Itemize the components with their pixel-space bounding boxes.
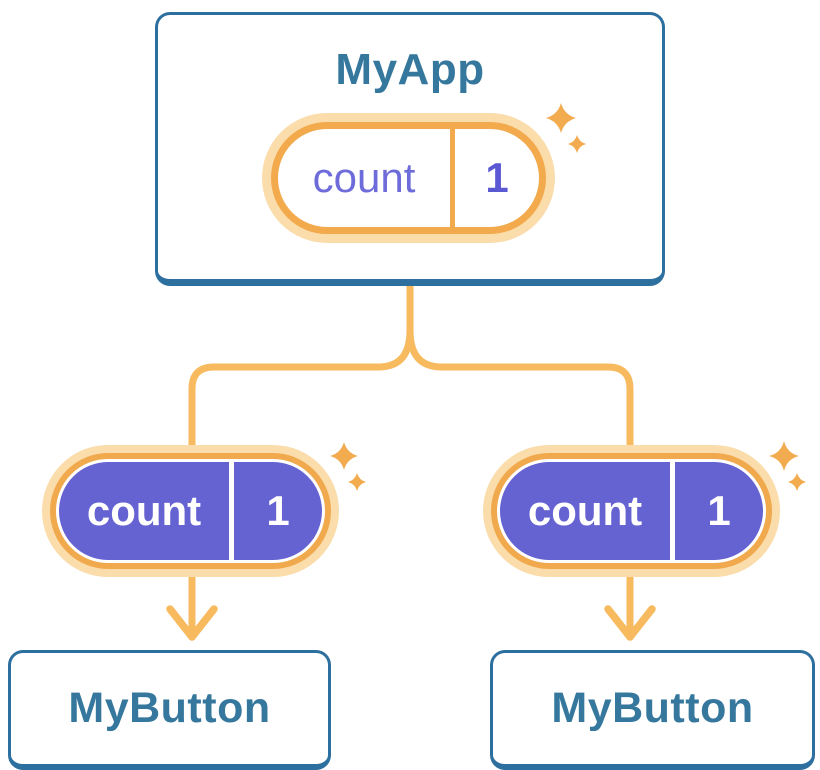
prop-name-label: count xyxy=(86,487,202,534)
prop-value-label: 1 xyxy=(266,487,290,534)
prop-pill-left: count 1 xyxy=(42,445,339,577)
prop-pill-right: count 1 xyxy=(483,445,780,577)
pill-divider xyxy=(450,129,455,227)
sparkle-icon xyxy=(348,473,366,491)
state-pill-ring: count 1 xyxy=(271,122,546,234)
state-value-label: 1 xyxy=(485,154,509,201)
mybutton-card-left: MyButton xyxy=(8,650,331,770)
mybutton-card-right: MyButton xyxy=(490,650,815,770)
prop-pill-ring: count 1 xyxy=(50,453,331,569)
sparkle-icon xyxy=(788,473,806,491)
prop-pill-ring: count 1 xyxy=(491,453,772,569)
pill-divider xyxy=(670,462,675,560)
pill-divider xyxy=(229,462,234,560)
mybutton-card-title: MyButton xyxy=(68,684,271,732)
state-name-label: count xyxy=(312,154,416,201)
arrow-down-icon xyxy=(604,605,656,641)
arrow-down-icon xyxy=(166,605,218,641)
state-pill-myapp: count 1 xyxy=(262,113,555,243)
connector-fork-left xyxy=(188,286,414,447)
sparkle-icon xyxy=(769,441,799,471)
prop-name-label: count xyxy=(527,487,643,534)
sparkle-icon xyxy=(330,442,358,470)
myapp-card: MyApp count 1 xyxy=(155,12,665,286)
connector-fork-right xyxy=(406,286,634,447)
myapp-card-title: MyApp xyxy=(335,45,485,94)
mybutton-card-title: MyButton xyxy=(551,684,754,732)
prop-value-label: 1 xyxy=(707,487,731,534)
